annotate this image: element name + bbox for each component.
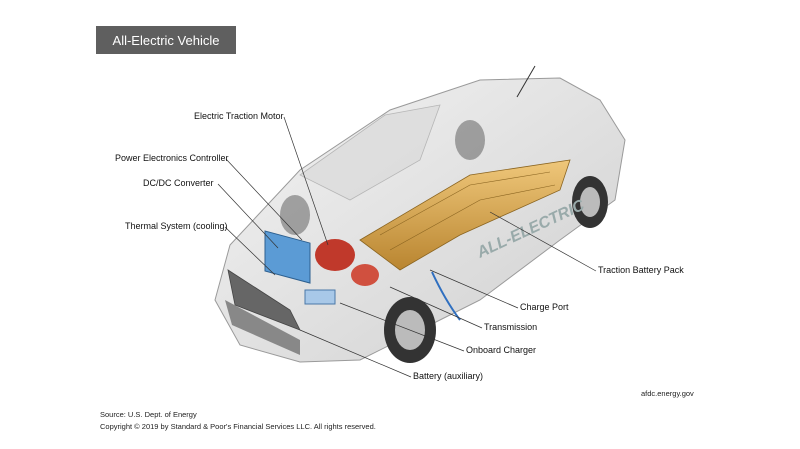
leader-line-dcdc — [217, 183, 279, 249]
electric-traction-motor — [315, 239, 355, 271]
label-dcdc-converter: DC/DC Converter — [143, 178, 214, 188]
rear-wheel-rim — [580, 187, 600, 217]
leader-line-charge-port — [429, 269, 519, 309]
leader-line-transmission — [389, 286, 483, 329]
leader-line-aux-battery — [299, 329, 412, 378]
leader-line-onboard-charger — [339, 302, 465, 352]
leader-line-motor — [283, 116, 329, 246]
source-note: Source: U.S. Dept. of Energy — [100, 410, 197, 419]
battery-module-line — [389, 184, 556, 251]
cooling-radiator — [264, 230, 311, 284]
traction-battery-pack — [359, 159, 571, 271]
label-battery-auxiliary: Battery (auxiliary) — [413, 371, 484, 381]
leader-line-thermal — [224, 226, 276, 276]
windshield — [299, 104, 441, 201]
title-banner: All-Electric Vehicle — [96, 26, 236, 54]
credit-site: afdc.energy.gov — [641, 389, 694, 398]
leader-line-controller — [225, 158, 303, 241]
battery-module-line — [379, 171, 551, 236]
leader-line-battery-pack — [489, 211, 597, 272]
far-rear-wheel — [455, 120, 485, 160]
label-onboard-charger: Onboard Charger — [466, 345, 537, 355]
far-front-wheel — [280, 195, 310, 235]
label-traction-battery-pack: Traction Battery Pack — [598, 265, 684, 275]
roof-antenna — [516, 65, 536, 98]
front-bumper — [225, 300, 300, 355]
label-thermal-system: Thermal System (cooling) — [125, 221, 228, 231]
label-power-electronics-controller: Power Electronics Controller — [115, 153, 229, 163]
label-transmission: Transmission — [484, 322, 538, 332]
copyright-note: Copyright © 2019 by Standard & Poor's Fi… — [100, 422, 376, 431]
label-electric-traction-motor: Electric Traction Motor — [194, 111, 284, 121]
charge-cable — [431, 271, 461, 321]
auxiliary-battery — [304, 289, 336, 305]
power-electronics-unit — [351, 264, 379, 286]
leader-lines — [217, 116, 597, 378]
label-charge-port: Charge Port — [520, 302, 569, 312]
